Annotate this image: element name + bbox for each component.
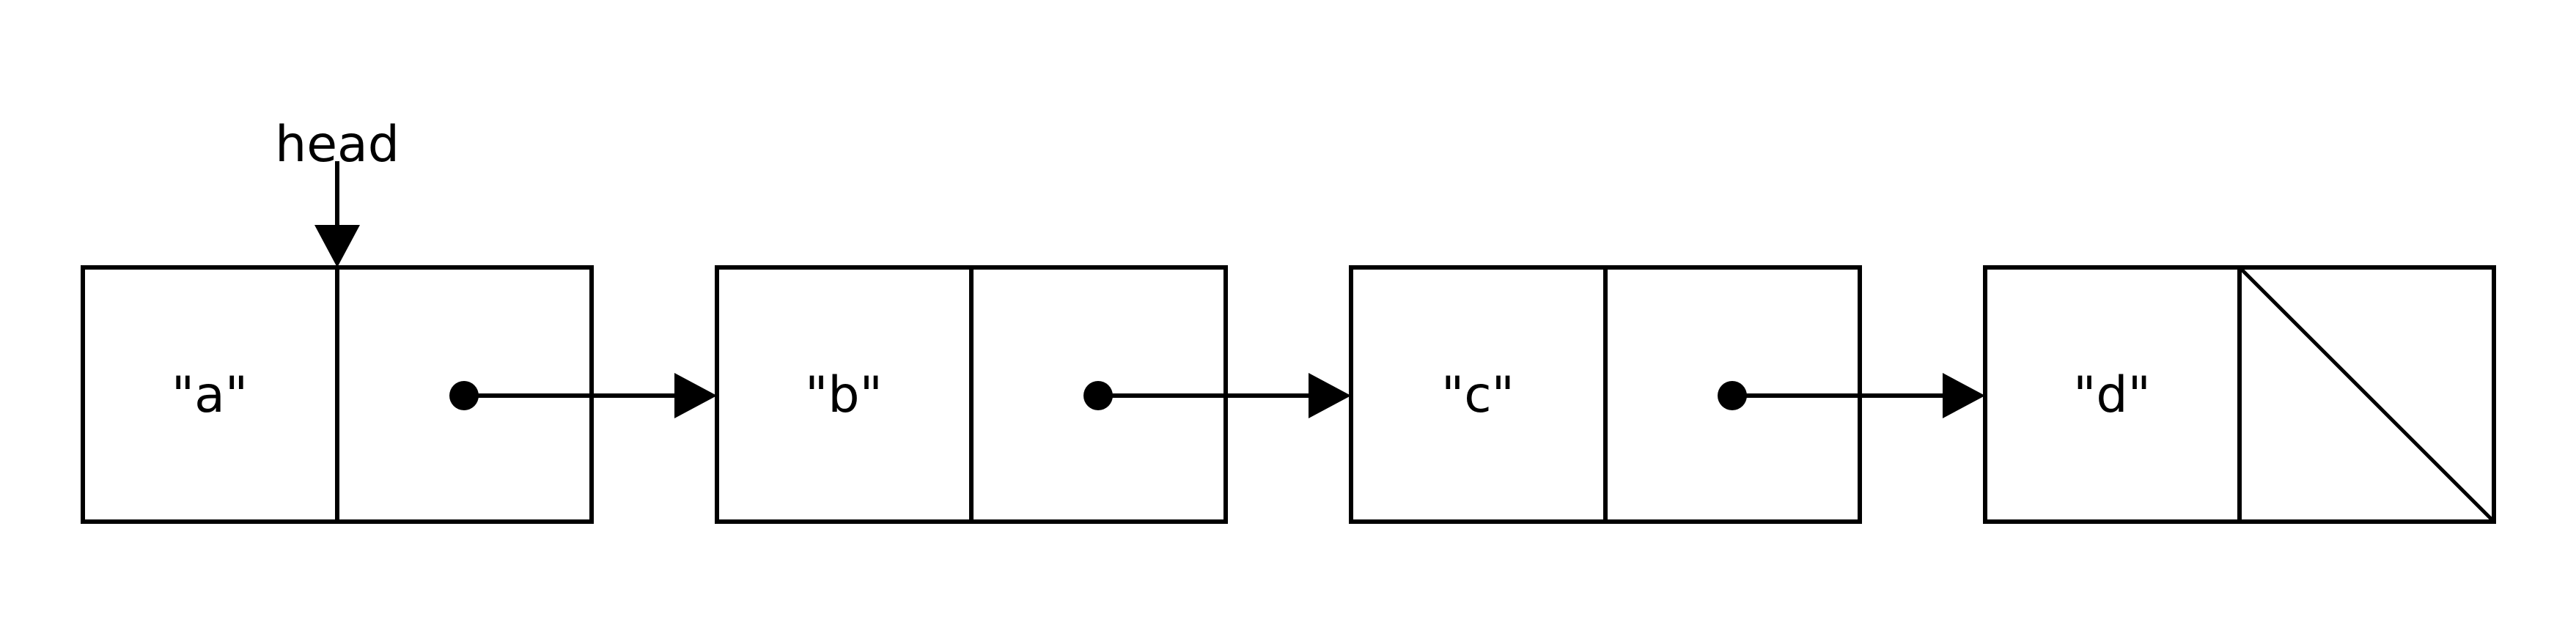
node-value-text: "b" xyxy=(805,366,883,424)
next-pointer-arrowhead xyxy=(1309,373,1351,418)
list-node: "c" xyxy=(1349,265,1985,524)
node-value-cell xyxy=(81,265,339,524)
node-value-cell xyxy=(1349,265,1608,524)
list-node: "b" xyxy=(715,265,1351,524)
list-node: "a" xyxy=(81,265,717,524)
head-pointer-arrowhead xyxy=(314,225,360,267)
node-value-text: "a" xyxy=(172,366,248,424)
node-value-text: "d" xyxy=(2073,366,2151,424)
next-pointer-arrowhead xyxy=(1943,373,1985,418)
null-pointer-slash xyxy=(2238,266,2495,523)
list-node: "d" xyxy=(1983,265,2496,524)
node-value-text: "c" xyxy=(1441,366,1515,424)
node-value-cell xyxy=(1983,265,2242,524)
node-value-cell xyxy=(715,265,974,524)
next-pointer-arrowhead xyxy=(674,373,717,418)
